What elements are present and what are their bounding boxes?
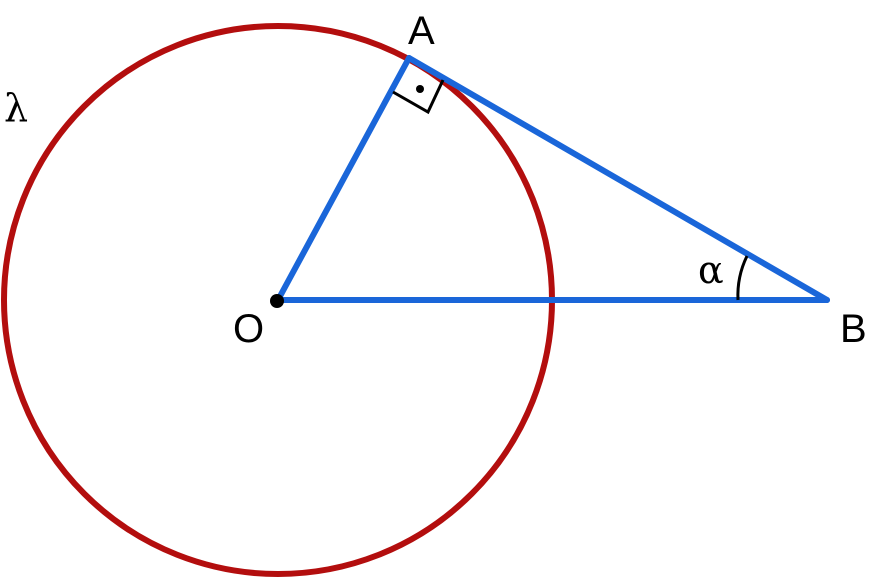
- point-b-label: B: [840, 307, 867, 351]
- angle-alpha-label: α: [698, 248, 724, 292]
- segment-ab: [406, 55, 830, 303]
- angle-alpha-arc: [736, 255, 749, 301]
- point-a-label: A: [408, 9, 435, 53]
- segment-oa: [275, 55, 412, 303]
- circle-label: λ: [4, 86, 28, 130]
- point-o-label: O: [233, 307, 264, 351]
- point-o-dot: [270, 294, 284, 308]
- right-angle-marker: [392, 79, 445, 115]
- right-angle-dot: [416, 85, 424, 93]
